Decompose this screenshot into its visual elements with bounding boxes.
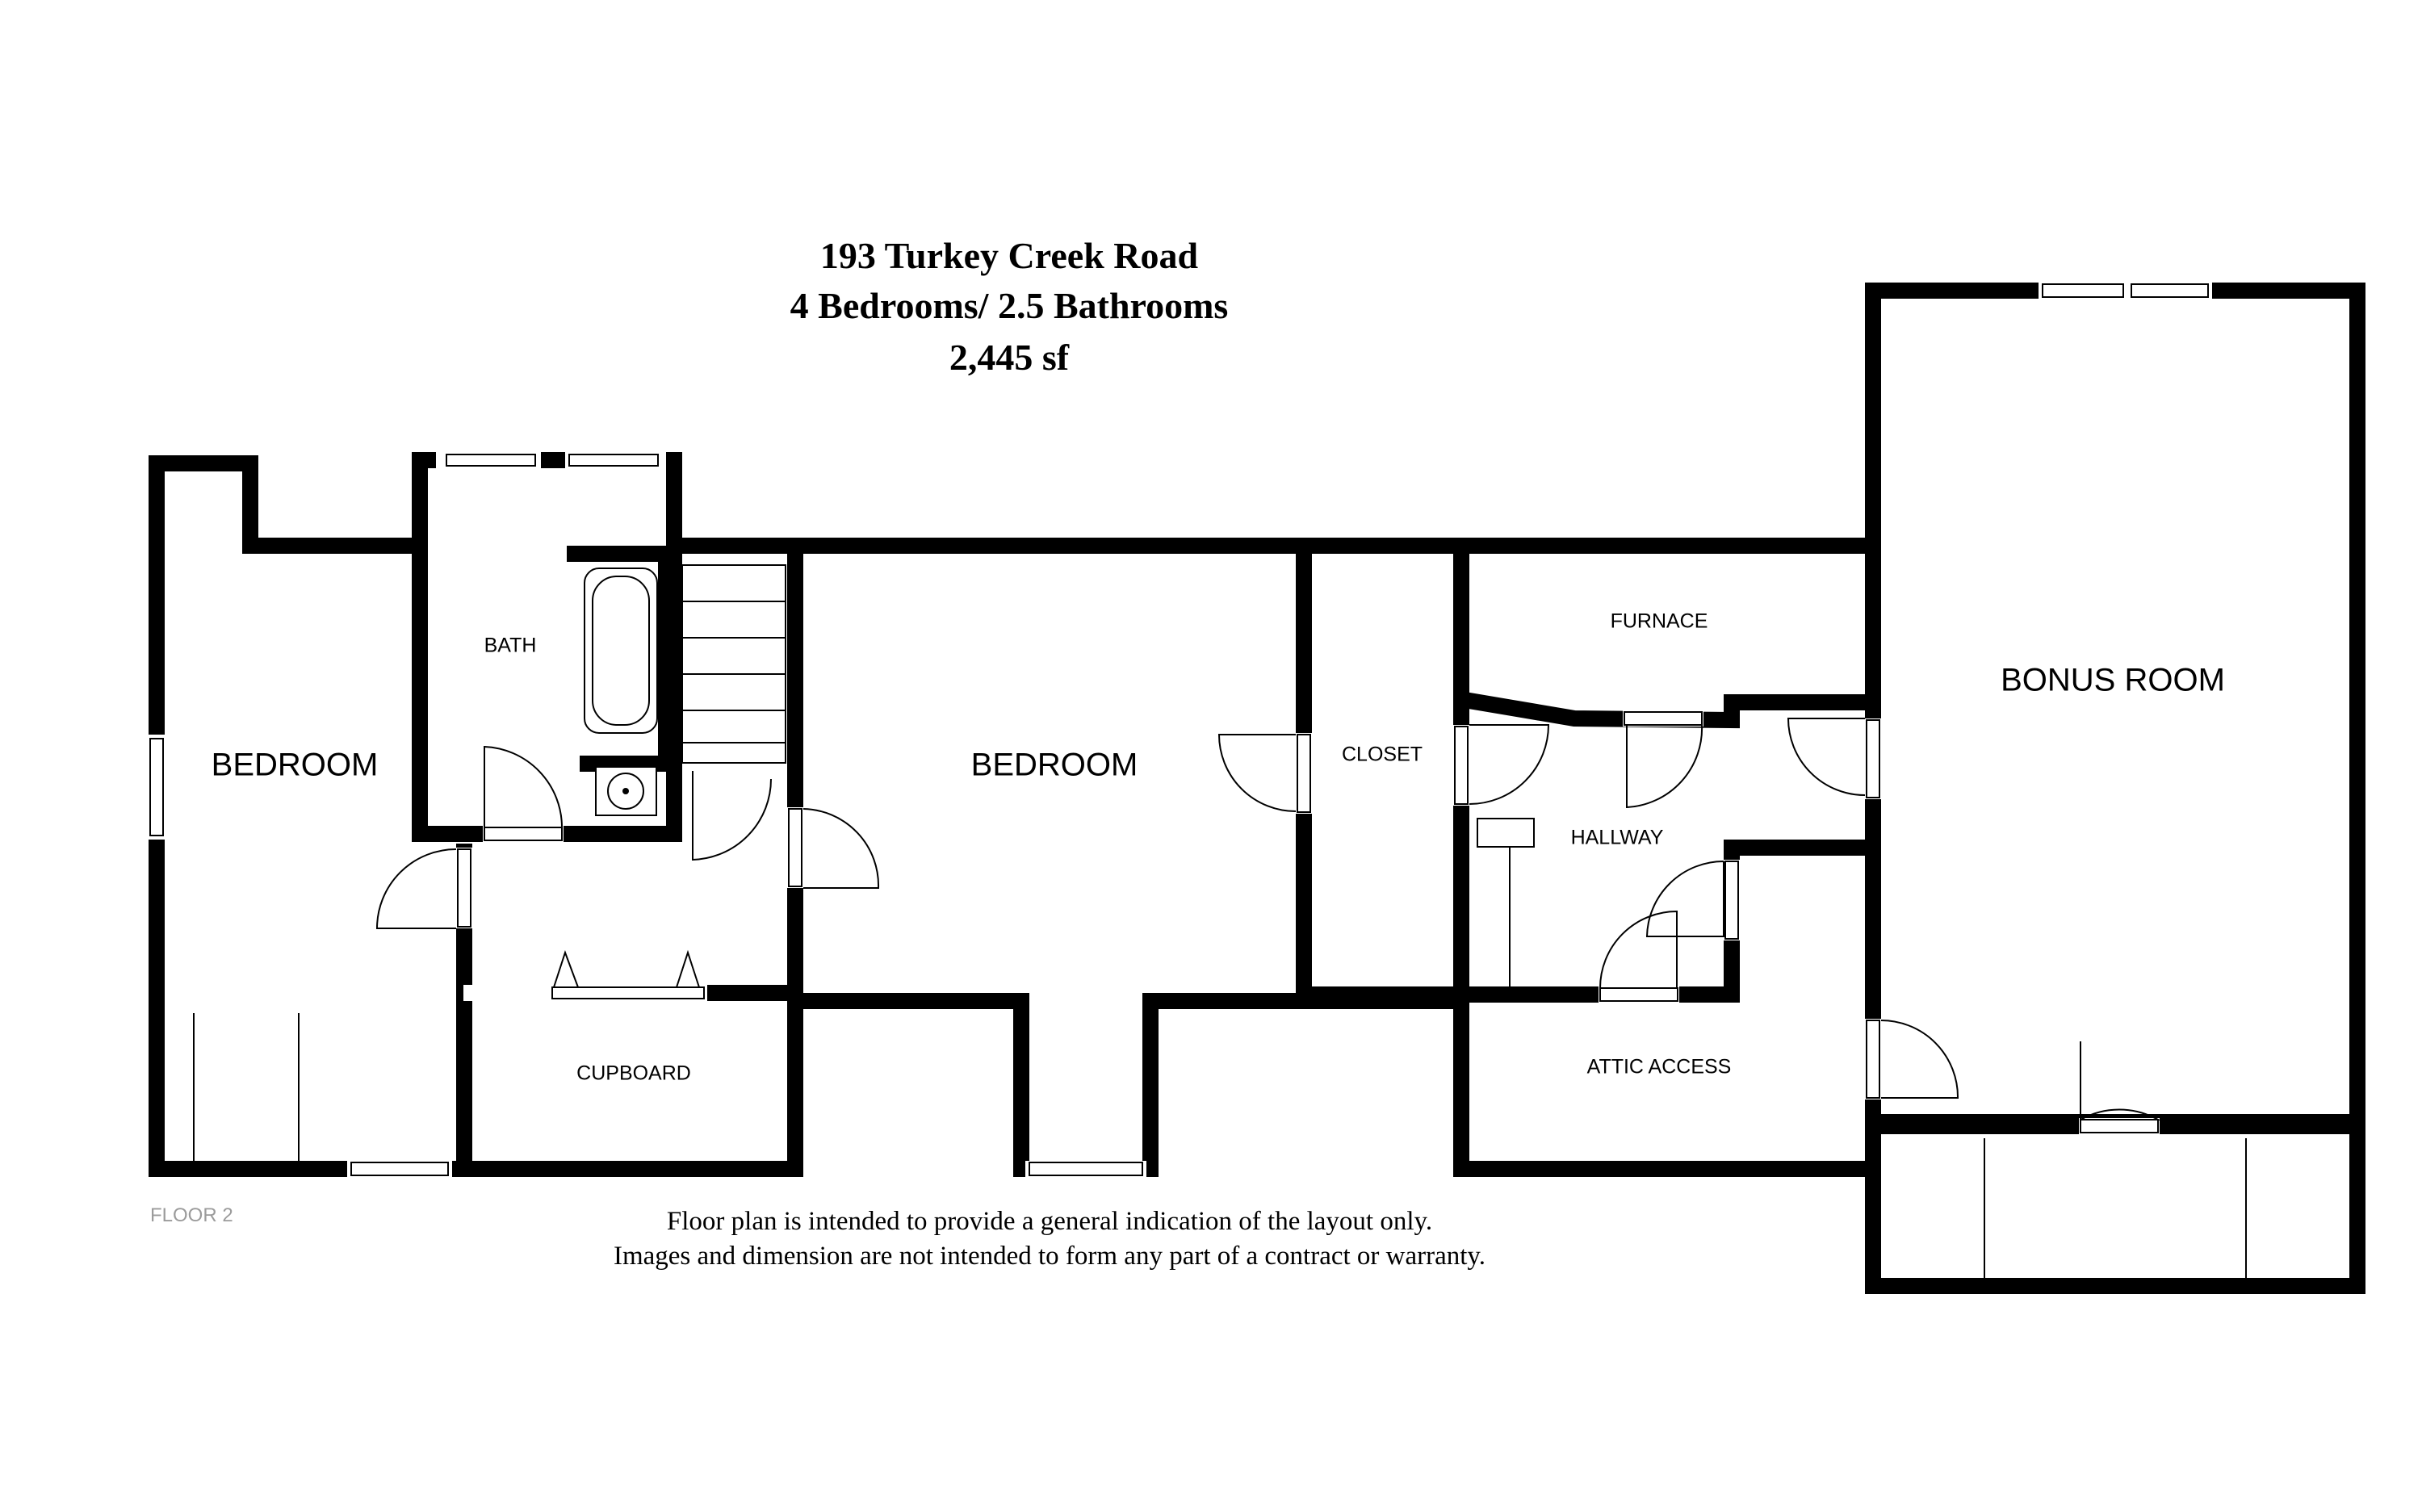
room-label-bonus-room: BONUS ROOM bbox=[2001, 662, 2225, 698]
disclaimer-line-2: Images and dimension are not intended to… bbox=[613, 1242, 1486, 1271]
area-summary: 2,445 sf bbox=[949, 337, 1070, 378]
room-label-bedroom-center: BEDROOM bbox=[970, 747, 1138, 783]
disclaimer-line-1: Floor plan is intended to provide a gene… bbox=[666, 1207, 1433, 1236]
room-label-bedroom-left: BEDROOM bbox=[211, 747, 379, 783]
fixtures bbox=[584, 564, 2247, 1278]
room-label-hallway: HALLWAY bbox=[1570, 826, 1664, 849]
room-label-bath: BATH bbox=[484, 634, 537, 657]
room-label-cupboard: CUPBOARD bbox=[576, 1062, 691, 1085]
room-label-furnace: FURNACE bbox=[1610, 609, 1708, 633]
room-label-closet: CLOSET bbox=[1341, 743, 1423, 766]
address-title: 193 Turkey Creek Road bbox=[819, 235, 1199, 276]
bathtub bbox=[584, 568, 658, 734]
openings bbox=[149, 283, 2212, 1177]
stairs bbox=[681, 564, 786, 764]
rooms-summary: 4 Bedrooms/ 2.5 Bathrooms bbox=[790, 285, 1229, 326]
room-label-attic-access: ATTIC ACCESS bbox=[1586, 1055, 1732, 1079]
walls bbox=[149, 283, 2365, 1294]
doors bbox=[193, 710, 2161, 1162]
floor-label: FLOOR 2 bbox=[150, 1204, 233, 1226]
